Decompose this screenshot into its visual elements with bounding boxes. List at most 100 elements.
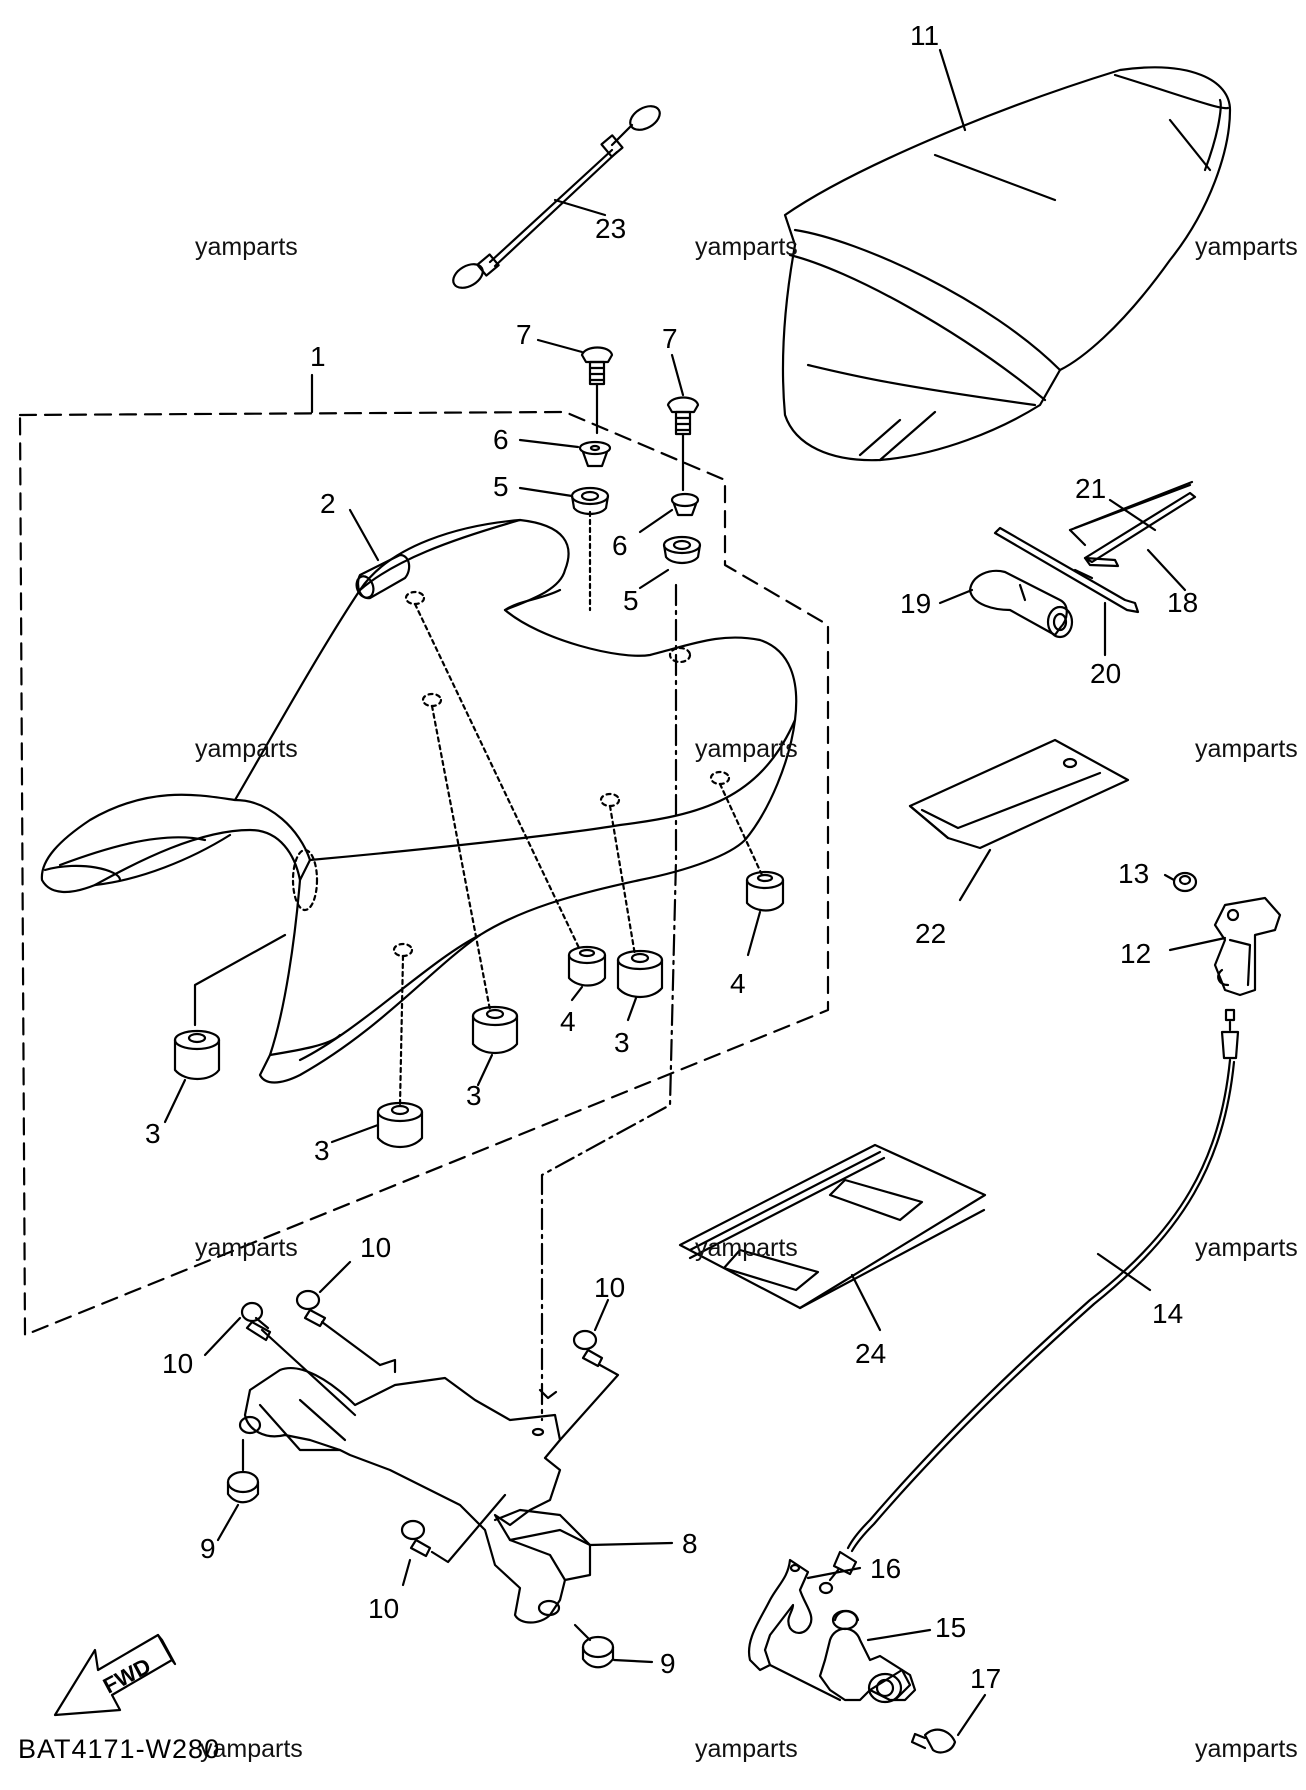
damper-9a xyxy=(216,1438,260,1542)
damper-4a xyxy=(567,945,607,1002)
watermark: yamparts xyxy=(195,1234,298,1262)
screw-17 xyxy=(910,1693,987,1754)
fwd-label: FWD xyxy=(99,1653,155,1699)
callout-4b-leader xyxy=(746,910,762,957)
callout-8: 8 xyxy=(682,1528,698,1559)
callout-10c: 10 xyxy=(594,1272,625,1303)
callout-5b: 5 xyxy=(623,585,639,616)
callout-10d-leader xyxy=(401,1558,412,1587)
watermark: yamparts xyxy=(1195,233,1298,261)
callout-5a-leader xyxy=(518,486,574,498)
bolt-10d xyxy=(400,1493,507,1587)
bolt-7a xyxy=(536,338,614,386)
callout-18: 18 xyxy=(1167,587,1198,618)
callout-3d-leader xyxy=(626,996,638,1022)
bolt-10a xyxy=(203,1301,357,1417)
callout-4a-leader xyxy=(570,985,584,1002)
callout-2: 2 xyxy=(320,488,336,519)
callout-24-leader xyxy=(850,1273,882,1332)
cushion-3c xyxy=(471,1005,519,1087)
hex-wrench-18-21 xyxy=(1068,480,1197,592)
collar-6a xyxy=(518,438,612,468)
callout-15-leader xyxy=(866,1628,932,1642)
callout-20: 20 xyxy=(1090,658,1121,689)
callout-21: 21 xyxy=(1075,473,1106,504)
callout-10b: 10 xyxy=(360,1232,391,1263)
callout-13-leader xyxy=(1163,873,1176,882)
damper-9b xyxy=(573,1623,654,1669)
watermark: yamparts xyxy=(1195,1735,1298,1763)
callout-4a: 4 xyxy=(560,1006,576,1037)
grommet-5a xyxy=(518,486,610,516)
callout-3c: 3 xyxy=(466,1080,482,1111)
callout-6a-leader xyxy=(518,438,580,449)
callout-19-leader xyxy=(938,588,974,605)
callout-11-leader xyxy=(938,48,967,132)
cushion-3a xyxy=(163,933,287,1124)
watermark: yamparts xyxy=(200,1735,303,1763)
callout-7b: 7 xyxy=(662,323,678,354)
callout-9b: 9 xyxy=(660,1648,676,1679)
callout-24: 24 xyxy=(855,1338,886,1369)
bolt-10c xyxy=(558,1298,620,1442)
seat-hook-16 xyxy=(747,1558,862,1702)
callout-3c-leader xyxy=(476,1053,494,1087)
callout-3b-leader xyxy=(330,1123,380,1144)
tool-pouch-22 xyxy=(908,738,1130,902)
collar-2 xyxy=(355,553,411,600)
watermark: yamparts xyxy=(695,1234,798,1262)
bracket-12 xyxy=(1168,896,1282,997)
callout-13: 13 xyxy=(1118,858,1149,889)
callout-8-leader xyxy=(588,1541,674,1547)
callout-18-leader xyxy=(1146,548,1187,592)
watermark: yamparts xyxy=(195,735,298,763)
callout-6b: 6 xyxy=(612,530,628,561)
callout-10b-leader xyxy=(318,1260,352,1294)
callout-3a: 3 xyxy=(145,1118,161,1149)
bolt-10b xyxy=(295,1260,382,1367)
watermark: yamparts xyxy=(695,735,798,763)
callout-12: 12 xyxy=(1120,938,1151,969)
callout-10a-leader xyxy=(203,1316,242,1357)
callout-16: 16 xyxy=(870,1553,901,1584)
watermark: yamparts xyxy=(195,233,298,261)
callout-7a: 7 xyxy=(516,319,532,350)
callout-22-leader xyxy=(958,848,992,902)
rear-seat-11 xyxy=(781,48,1232,462)
main-seat-1 xyxy=(40,508,798,1107)
grommet-5b xyxy=(638,535,702,590)
callout-16-leader xyxy=(806,1566,862,1580)
callout-9a: 9 xyxy=(200,1533,216,1564)
callout-3b: 3 xyxy=(314,1135,330,1166)
collar-6b xyxy=(638,492,700,534)
callout-9a-leader xyxy=(216,1503,240,1542)
callout-14-leader xyxy=(1096,1252,1152,1292)
seat-bracket-8 xyxy=(238,1358,674,1624)
callout-6b-leader xyxy=(638,508,674,534)
callout-21-leader xyxy=(1108,498,1157,532)
callout-23-leader xyxy=(553,198,607,217)
callout-14: 14 xyxy=(1152,1298,1183,1329)
screwdriver-20 xyxy=(993,526,1140,657)
callout-7b-leader xyxy=(670,353,685,397)
callout-1: 1 xyxy=(310,341,326,372)
seat-lock-15 xyxy=(818,1609,932,1704)
cushion-3b xyxy=(330,1101,424,1149)
callout-17-leader xyxy=(956,1693,987,1737)
fwd-arrow-icon xyxy=(53,1633,177,1717)
callout-11: 11 xyxy=(910,20,939,51)
callout-2-leader xyxy=(348,508,380,562)
seat-wire-23 xyxy=(452,105,661,289)
center-leader-line xyxy=(540,583,678,1422)
callout-23: 23 xyxy=(595,213,626,244)
callout-10c-leader xyxy=(593,1298,610,1332)
callout-15: 15 xyxy=(935,1612,966,1643)
callout-9b-leader xyxy=(612,1658,654,1664)
watermark: yamparts xyxy=(695,1735,798,1763)
cushion-3d xyxy=(616,949,664,1022)
callout-3d: 3 xyxy=(614,1027,630,1058)
diagram-code: BAT4171-W280 xyxy=(18,1734,220,1764)
bolt-7b xyxy=(666,353,700,436)
